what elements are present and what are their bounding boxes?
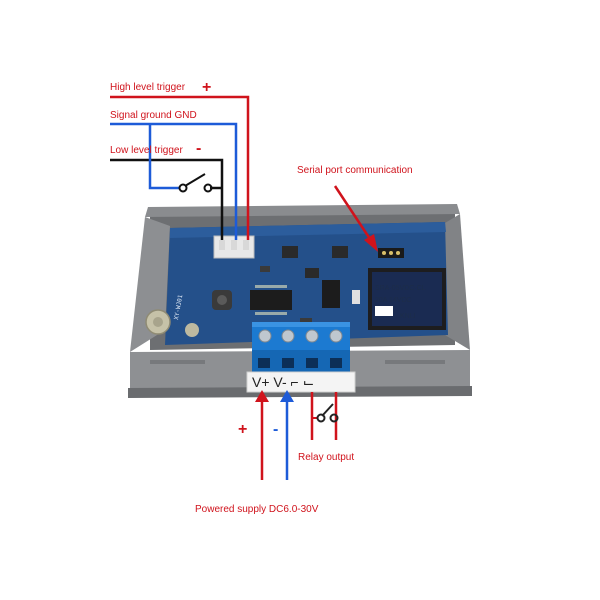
- board-model-label: XY-WJ01: [173, 294, 184, 320]
- terminal-block: V+ V- ⌐ ⌙: [246, 322, 356, 393]
- low-minus-sign: -: [196, 140, 201, 157]
- arrowhead-blue: [280, 390, 294, 402]
- transistor-3: [305, 268, 319, 278]
- arrowheads: [255, 390, 294, 402]
- smd-part-3: [300, 318, 312, 324]
- smd-part: [260, 266, 270, 272]
- transistor-2: [332, 246, 348, 258]
- arrowhead-red: [255, 390, 269, 402]
- input-switch: [178, 173, 213, 193]
- main-ic: [250, 290, 292, 310]
- high-plus-sign: +: [202, 79, 211, 96]
- smd-part-2: [352, 290, 360, 304]
- terminal-labels: V+ V- ⌐ ⌙: [252, 374, 314, 390]
- power-plus-sign: +: [238, 421, 247, 438]
- low-trigger-label: Low level trigger: [110, 145, 183, 156]
- input-wires: [110, 95, 250, 240]
- capacitor-small: [185, 323, 199, 337]
- relay-output-label: Relay output: [298, 452, 354, 463]
- relay: SRA-05VDC-CL 20A 14VDC KNLI: [368, 268, 446, 330]
- relay-model-label: SRA-05VDC-CL: [375, 285, 426, 292]
- low-trigger-wire: [110, 158, 224, 240]
- serial-pointer: [333, 185, 378, 252]
- relay-spec-label: 20A 14VDC: [375, 297, 412, 304]
- serial-port-header: [378, 248, 404, 258]
- power-supply-label: Powered supply DC6.0-30V: [195, 504, 319, 515]
- mcu-chip: [322, 280, 340, 308]
- high-trigger-wire: [110, 95, 250, 240]
- power-minus-sign: -: [273, 421, 278, 438]
- switch-loop-blue: [148, 124, 180, 190]
- high-trigger-label: High level trigger: [110, 82, 186, 93]
- output-wires: [260, 392, 338, 480]
- transistor-1: [282, 246, 298, 258]
- relay-brand-label: KNLI: [400, 313, 416, 320]
- signal-ground-wire: [110, 122, 238, 240]
- relay-switch: [312, 403, 339, 423]
- serial-port-label: Serial port communication: [297, 165, 413, 176]
- signal-ground-label: Signal ground GND: [110, 110, 197, 121]
